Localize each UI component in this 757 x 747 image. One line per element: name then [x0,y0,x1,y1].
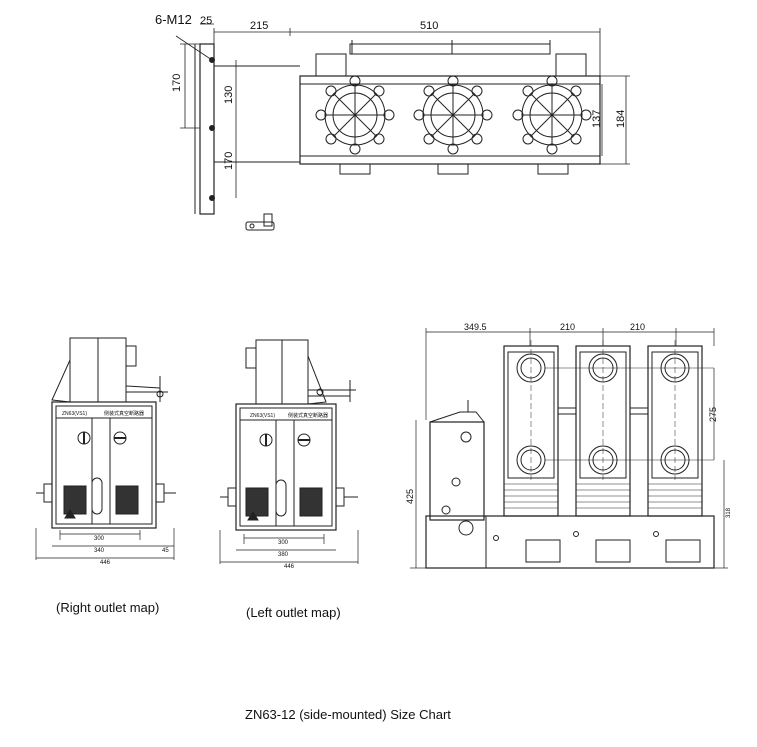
left-panel-title: 侧装式真空断路器 [288,412,328,419]
left-outlet-caption: (Left outlet map) [246,605,341,620]
size-chart-title: ZN63-12 (side-mounted) Size Chart [245,707,451,722]
right-dim-340: 340 [94,548,105,554]
top-view-drawing [175,23,630,231]
right-panel-title: 侧装式真空断路器 [104,410,144,417]
right-dim-45: 45 [162,548,169,554]
left-dim-446: 446 [284,564,295,570]
dim-215: 215 [250,20,268,32]
right-outlet-drawing [35,337,176,560]
dim-170-upper: 170 [171,74,183,92]
right-dim-446: 446 [100,560,111,566]
right-outlet-caption: (Right outlet map) [56,600,160,615]
dim-170-lower: 170 [223,152,235,170]
dim-137: 137 [591,110,603,128]
side-dim-318: 318 [726,507,732,518]
side-dim-275: 275 [708,407,718,422]
right-dim-300: 300 [94,536,105,542]
dim-510: 510 [420,20,438,32]
side-view-drawing [410,328,728,569]
dim-184: 184 [615,110,627,128]
left-panel-label: ZN63(VS1) [250,413,275,419]
left-outlet-drawing [219,339,359,564]
side-dim-210-b: 210 [630,322,645,332]
bolt-label: 6-M12 [155,12,192,27]
left-dim-380: 380 [278,552,289,558]
left-dim-300: 300 [278,540,289,546]
dim-130: 130 [223,86,235,104]
side-dim-349-5: 349.5 [464,322,487,332]
side-dim-425: 425 [405,489,415,504]
dim-25: 25 [200,15,212,27]
right-panel-label: ZN63(VS1) [62,411,87,417]
side-dim-210-a: 210 [560,322,575,332]
